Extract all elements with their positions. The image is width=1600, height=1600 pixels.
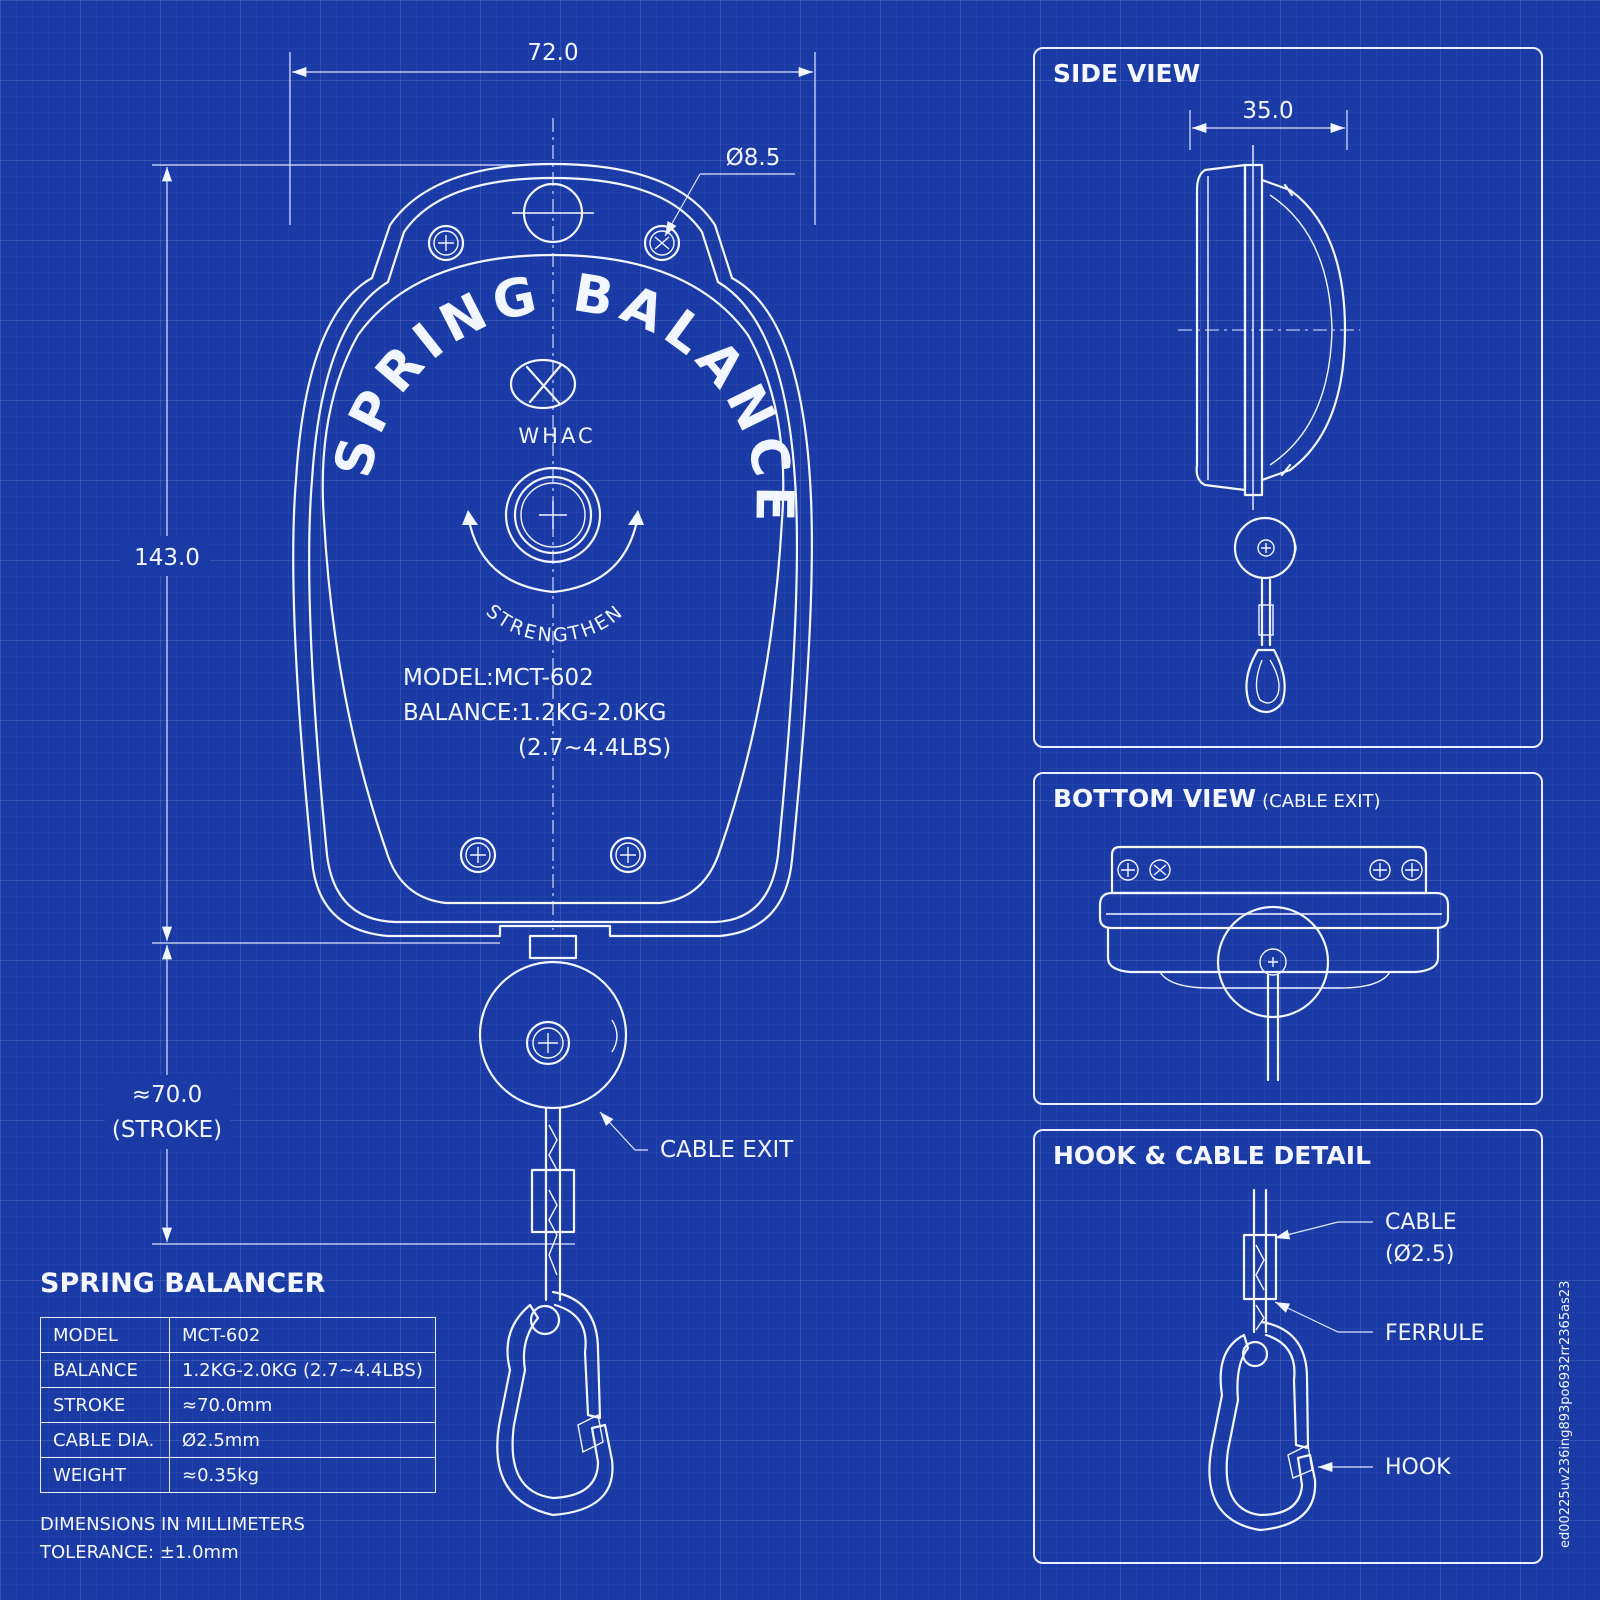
balance-lbs: (2.7~4.4LBS) [518,735,671,761]
brand-name: WHAC [518,424,595,448]
stroke-value: ≈70.0 [132,1082,202,1108]
side-view-panel: SIDE VIEW [1033,47,1543,748]
side-view-drawing: 35.0 [1178,98,1360,714]
spec-value: ≈70.0mm [169,1387,436,1423]
screw-bottom-left-icon [459,836,497,874]
hole-dimension: Ø8.5 [664,145,795,237]
main-hook-icon [496,1290,614,1517]
main-cable-hook [496,1106,614,1517]
product-title-arc: SPRING BALANCER [0,0,804,529]
screw-top-right-icon [643,224,681,262]
bottom-view-title-main: BOTTOM VIEW [1053,784,1257,813]
spec-value: ≈0.35kg [169,1457,436,1493]
spec-value: 1.2KG-2.0KG (2.7~4.4LBS) [169,1352,436,1388]
guide-screw-icon [525,1020,571,1066]
ferrule-callout: FERRULE [1385,1321,1484,1346]
table-row: WEIGHT≈0.35kg [40,1457,436,1493]
cable-exit-callout: CABLE EXIT [599,1111,794,1163]
spec-value: Ø2.5mm [169,1422,436,1458]
tolerance-note: TOLERANCE: ±1.0mm [40,1542,239,1563]
units-note: DIMENSIONS IN MILLIMETERS [40,1514,305,1535]
table-row: STROKE≈70.0mm [40,1387,436,1423]
cable-dia-callout: (Ø2.5) [1385,1242,1454,1267]
balancer-body: WHAC [292,162,813,938]
detail-hook-icon [1208,1320,1317,1532]
spec-key: BALANCE [40,1352,170,1388]
spec-table-title: SPRING BALANCER [40,1268,326,1299]
screw-top-left-icon [427,224,465,262]
screw-bottom-right-icon [609,836,647,874]
width-value: 72.0 [527,40,578,66]
hook-detail-drawing: CABLE (Ø2.5) FERRULE HOOK [1208,1188,1484,1532]
hook-detail-title: HOOK & CABLE DETAIL [1053,1141,1371,1170]
adjust-label: STRENGTHEN [482,600,628,647]
width-dimension: 72.0 [289,40,816,225]
height-value: 143.0 [134,545,200,571]
spec-key: MODEL [40,1317,170,1353]
hole-value: Ø8.5 [726,145,781,171]
stroke-dimension: ≈70.0 (STROKE) [105,945,575,1245]
table-row: CABLE DIA.Ø2.5mm [40,1422,436,1458]
bottom-view-drawing [1098,845,1450,1082]
bottom-view-title: BOTTOM VIEW(CABLE EXIT) [1053,784,1381,813]
cable-callout: CABLE [1385,1210,1457,1235]
spec-key: WEIGHT [40,1457,170,1493]
height-dimension: 143.0 [120,164,530,944]
hook-callout: HOOK [1385,1455,1451,1480]
spec-key: STROKE [40,1387,170,1423]
spec-key: CABLE DIA. [40,1422,170,1458]
side-view-title: SIDE VIEW [1053,59,1201,88]
adjuster-knob-icon [504,466,602,564]
stroke-label: (STROKE) [112,1117,222,1143]
side-width-value: 35.0 [1242,98,1293,124]
serial-number: ed00225uv236ing893po6932rr2365as23 [1558,1281,1573,1548]
adjust-arrows-icon [462,510,644,594]
cable-guide [478,934,628,1110]
spec-value: MCT-602 [169,1317,436,1353]
model-line: MODEL:MCT-602 [403,665,594,691]
cable-exit-label: CABLE EXIT [660,1137,794,1163]
hook-detail-panel: HOOK & CABLE DETAIL [1033,1129,1543,1564]
bottom-view-panel: BOTTOM VIEW(CABLE EXIT) [1033,772,1543,1105]
balance-line: BALANCE:1.2KG-2.0KG [403,700,666,726]
bottom-view-title-sub: (CABLE EXIT) [1262,791,1381,812]
brand-logo-icon: WHAC [509,358,595,448]
